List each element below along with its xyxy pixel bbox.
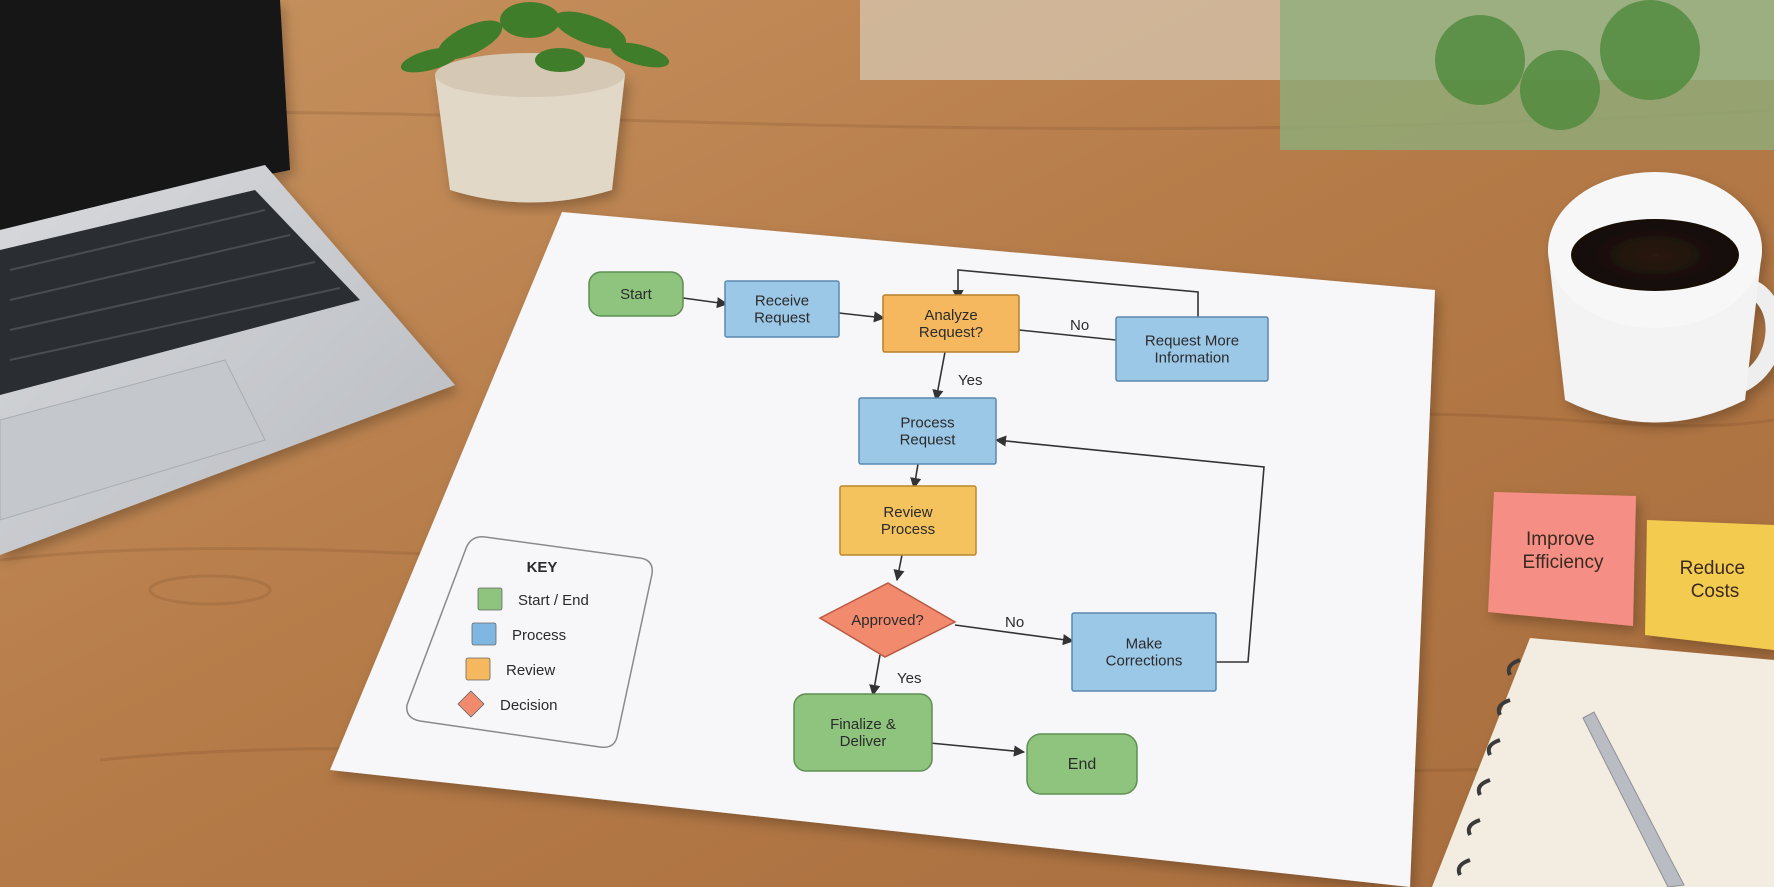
legend-label: Decision <box>500 697 558 714</box>
notebook <box>1432 638 1774 887</box>
node-label-line: Request? <box>919 324 983 341</box>
edge-review-approved <box>893 554 905 582</box>
edge-label-approved-yes: Yes <box>897 670 921 687</box>
node-label-line: End <box>1068 756 1096 773</box>
legend-swatch <box>471 622 497 646</box>
legend-box <box>406 536 653 749</box>
legend-swatch <box>477 587 503 611</box>
background-plant <box>1435 0 1700 130</box>
node-finalize-deliver: Finalize &Deliver <box>793 693 933 772</box>
edge-moreinfo-loop <box>952 269 1199 320</box>
legend-label: Review <box>506 662 555 679</box>
edge-approved-corrections <box>954 624 1075 646</box>
node-start: Start <box>588 271 684 317</box>
legend-item: Start / End <box>477 587 589 611</box>
node-approved-decision: Approved? <box>818 582 957 658</box>
sticky-note-text-1: Improve Efficiency <box>1523 529 1604 573</box>
legend-label: Start / End <box>518 592 589 609</box>
edge-analyze-moreinfo <box>1018 329 1117 341</box>
sticky-note-1: Improve Efficiency <box>1488 492 1636 626</box>
pen <box>1582 711 1685 887</box>
node-label-line: Process <box>900 415 954 432</box>
keyboard-keys <box>9 209 341 361</box>
node-label-line: Start <box>620 286 653 303</box>
edge-receive-analyze <box>838 311 886 323</box>
laptop-screen <box>0 0 290 230</box>
laptop-trackpad <box>0 359 266 521</box>
legend-title: KEY <box>527 559 558 576</box>
coffee-mug <box>1548 172 1774 423</box>
node-label-line: Process <box>881 521 935 538</box>
node-label-line: Request <box>900 432 957 449</box>
plant-pot <box>435 75 625 203</box>
legend-item: Process <box>471 622 566 646</box>
edge-label-analyze-yes: Yes <box>958 372 982 389</box>
node-end: End <box>1026 733 1138 795</box>
legend-item: Decision <box>457 690 558 718</box>
legend-item: Review <box>465 657 555 681</box>
sticky-note-pink <box>1488 492 1636 626</box>
node-finalize-label: Finalize &Deliver <box>830 716 896 750</box>
potted-plant <box>400 2 670 203</box>
edge-approved-finalize <box>869 654 881 697</box>
flowchart-edges <box>682 269 1265 757</box>
node-label-line: Approved? <box>851 612 924 629</box>
node-start-label: Start <box>620 286 653 303</box>
edge-corrections-process <box>994 435 1265 663</box>
node-end-label: End <box>1068 756 1096 773</box>
node-label-line: Finalize & <box>830 716 896 733</box>
node-label-line: Information <box>1154 350 1229 367</box>
edge-analyze-process <box>932 351 946 402</box>
node-label-line: Corrections <box>1106 653 1183 670</box>
sticky-note-text-2: Reduce Costs <box>1680 558 1751 602</box>
sticky-note-yellow <box>1645 520 1774 650</box>
node-label-line: Make <box>1126 636 1163 653</box>
edge-finalize-end <box>929 742 1026 757</box>
legend-swatch <box>465 657 491 681</box>
edge-process-review <box>910 463 922 490</box>
node-label-line: Analyze <box>924 307 977 324</box>
edge-label-analyze-no: No <box>1070 317 1089 334</box>
notebook-spiral <box>1456 658 1521 876</box>
edge-label-approved-no: No <box>1005 614 1024 631</box>
sticky-note-2: Reduce Costs <box>1645 520 1774 650</box>
laptop <box>0 0 455 555</box>
edge-start-receive <box>682 297 729 309</box>
legend-label: Process <box>512 627 566 644</box>
node-label-line: Request <box>754 310 811 327</box>
node-label-line: Deliver <box>840 733 887 750</box>
node-label-line: Request More <box>1145 333 1239 350</box>
node-label-line: Receive <box>755 293 809 310</box>
coffee <box>1571 219 1739 291</box>
node-approved-label: Approved? <box>851 612 924 629</box>
node-label-line: Review <box>883 504 932 521</box>
legend-swatch <box>457 690 485 718</box>
